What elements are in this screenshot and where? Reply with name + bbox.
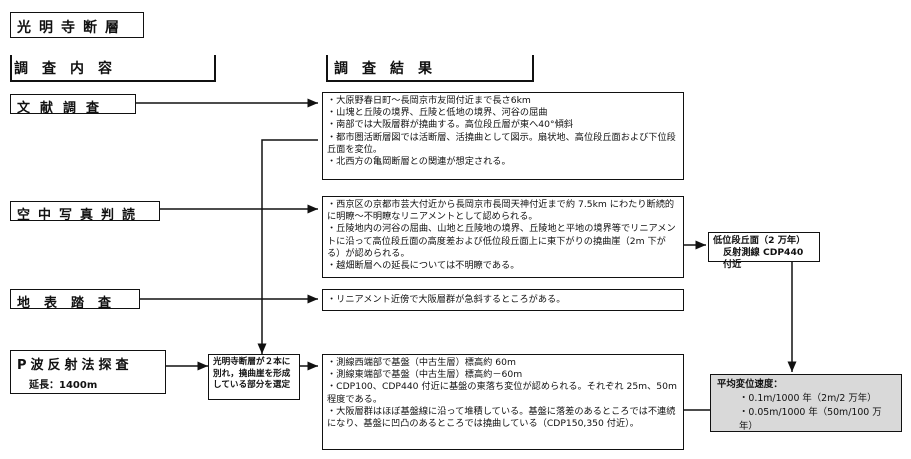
selection-box: 光明寺断層が２本に別れ，撓曲崖を形成している部分を選定	[208, 354, 300, 400]
header-investigation-bar	[10, 55, 12, 81]
header-results-underline	[326, 80, 534, 82]
result-aerial-item: ・越畑断層への延長については不明瞭である。	[327, 260, 520, 272]
header-results-bar	[326, 55, 328, 81]
result-reflection-item: ・測線東端部で基盤（中古生層）標高約－60m	[327, 369, 523, 381]
title-box: 光明寺断層	[10, 12, 144, 38]
method-aerial: 空中写真判読	[10, 201, 160, 223]
terrace-line-1: 低位段丘面（2 万年）	[713, 235, 806, 246]
result-literature: ・大原野春日町～長岡京市友岡付近まで長さ6km ・山塊と丘陵の境界、丘陵と低地の…	[322, 92, 684, 180]
result-literature-item: ・大原野春日町～長岡京市友岡付近まで長さ6km	[327, 95, 531, 106]
method-literature: 文献調査	[10, 94, 136, 116]
result-surface: ・リニアメント近傍で大阪層群が急斜するところがある。	[322, 289, 684, 311]
header-investigation: 調査内容	[14, 61, 126, 77]
method-literature-label: 文献調査	[17, 101, 110, 116]
header-results-bar-right	[532, 55, 534, 81]
result-literature-item: ・都市圏活断層図では活断層、活撓曲として図示。扇状地、高位段丘面および下位段丘面…	[327, 131, 676, 155]
result-surface-item: ・リニアメント近傍で大阪層群が急斜するところがある。	[327, 294, 566, 305]
header-investigation-bar-right	[214, 55, 216, 81]
method-pwave: P波反射法探査 延長：1400m	[10, 350, 166, 394]
rate-value-2: ・0.05m/1000 年（50m/100 万年）	[739, 407, 882, 432]
result-aerial-item: ・丘陵地内の河谷の屈曲、山地と丘陵地の境界、丘陵地と平地の境界等でリニアメントに…	[327, 223, 676, 259]
selection-text: 光明寺断層が２本に別れ，撓曲崖を形成している部分を選定	[213, 357, 291, 390]
page-title: 光明寺断層	[17, 20, 127, 36]
result-literature-item: ・山塊と丘陵の境界、丘陵と低地の境界、河谷の屈曲	[327, 107, 548, 119]
method-pwave-length: 延長：1400m	[29, 380, 98, 391]
result-reflection-item: ・大阪層群はほぼ基盤線に沿って堆積している。基盤に落差のあるところでは不連続にな…	[327, 405, 676, 430]
result-literature-item: ・北西方の亀岡断層との関連が想定される。	[327, 156, 511, 168]
header-investigation-underline	[10, 80, 216, 82]
result-reflection: ・測線西端部で基盤（中古生層）標高約 60m ・測線東端部で基盤（中古生層）標高…	[322, 354, 684, 450]
terrace-box: 低位段丘面（2 万年） 反射測線 CDP440 付近	[708, 232, 820, 270]
header-results: 調査結果	[334, 61, 446, 77]
method-aerial-label: 空中写真判読	[17, 208, 144, 223]
method-surface: 地表踏査	[10, 289, 140, 311]
result-aerial: ・西京区の京都市芸大付近から長岡京市長岡天神付近まで約 7.5km にわたり断続…	[322, 196, 684, 278]
method-pwave-label: P波反射法探査	[17, 358, 133, 373]
method-surface-label: 地表踏査	[17, 296, 126, 311]
rate-box: 平均変位速度： ・0.1m/1000 年（2m/2 万年） ・0.05m/100…	[710, 374, 902, 432]
result-literature-item: ・南部では大阪層群が撓曲する。高位段丘層が東へ40°傾斜	[327, 119, 573, 131]
result-reflection-item: ・測線西端部で基盤（中古生層）標高約 60m	[327, 357, 516, 368]
rate-value-1: ・0.1m/1000 年（2m/2 万年）	[739, 393, 877, 404]
rate-title: 平均変位速度：	[717, 379, 783, 390]
result-reflection-item: ・CDP100、CDP440 付近に基盤の東落ち変位が認められる。それぞれ 25…	[327, 381, 677, 405]
terrace-line-2: 反射測線 CDP440 付近	[723, 247, 804, 270]
line-feedback	[257, 139, 318, 354]
result-aerial-item: ・西京区の京都市芸大付近から長岡京市長岡天神付近まで約 7.5km にわたり断続…	[327, 199, 675, 223]
